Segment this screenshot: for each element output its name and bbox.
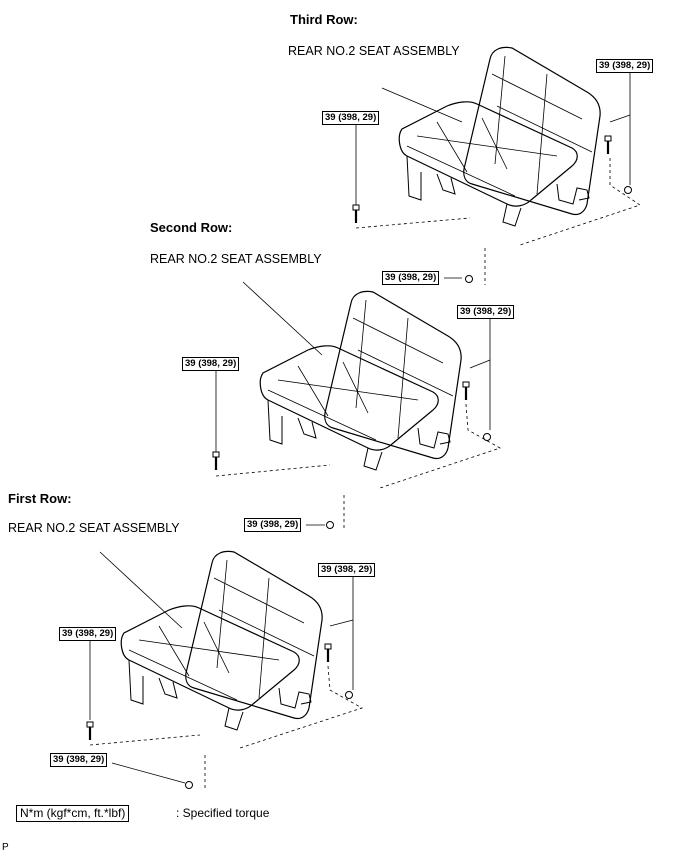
first-row-title: First Row: [8,491,72,506]
third-row-leg-right [502,183,590,227]
first-row-torque-left: 39 (398, 29) [59,627,117,641]
second-row-title: Second Row: [150,220,233,235]
figure-code: P [2,842,9,853]
first-row-torque-front: 39 (398, 29) [50,753,108,767]
third-row-right-torque-leader [609,71,631,185]
first-row-cushion [120,605,300,711]
first-row-assembly-leader [99,551,183,629]
third-row-nut-front [465,275,473,283]
first-row-right-torque-leader [329,576,354,690]
first-row-leg-left [128,659,178,705]
torque-legend-text: : Specified torque [176,806,270,820]
second-row-backrest [324,290,462,460]
third-row-bolt-left [352,204,360,223]
third-row-leg-left [406,155,456,201]
first-row-leg-right [224,687,312,731]
second-row-bolt-left [212,451,220,470]
first-row-backrest [185,550,323,720]
second-row-right-torque-leader [469,318,491,430]
third-row-cushion [398,101,578,207]
second-row-bolt-paths [215,403,501,530]
torque-unit-legend-box: N*m (kgf*cm, ft.*lbf) [16,805,130,822]
third-row-bolt-right [604,135,612,154]
second-row-torque-front: 39 (398, 29) [244,518,302,532]
third-row-torque-right: 39 (398, 29) [596,59,654,73]
second-row-leg-right [363,427,451,471]
first-row-assembly-label: REAR NO.2 SEAT ASSEMBLY [8,521,180,535]
second-row-assembly-leader [242,281,323,356]
first-row-nut-right [345,691,353,699]
third-row-backrest [463,46,601,216]
second-row-torque-right: 39 (398, 29) [457,305,515,319]
third-row-torque-left: 39 (398, 29) [322,111,380,125]
third-row-bolt-paths [355,158,641,285]
first-row-torque-right: 39 (398, 29) [318,563,376,577]
second-row-nut-right [483,433,491,441]
second-row-assembly-label: REAR NO.2 SEAT ASSEMBLY [150,252,322,266]
first-row-nut-front [185,781,193,789]
first-row-seat [120,550,323,731]
second-row-bolt-right [462,381,470,400]
second-row-nut-front [326,521,334,529]
first-row-bolt-left [86,721,94,740]
third-row-assembly-label: REAR NO.2 SEAT ASSEMBLY [288,44,460,58]
first-row-bolt-right [324,643,332,662]
second-row-leg-left [267,399,317,445]
third-row-seat [398,46,601,227]
third-row-torque-front: 39 (398, 29) [382,271,440,285]
third-row-nut-right [624,186,632,194]
second-row-seat [259,290,462,471]
first-row-front-torque-leader [111,762,186,784]
second-row-cushion [259,345,439,451]
first-row-bolt-paths [89,665,363,790]
third-row-assembly-leader [381,87,463,123]
second-row-torque-left: 39 (398, 29) [182,357,240,371]
third-row-title: Third Row: [290,12,358,27]
